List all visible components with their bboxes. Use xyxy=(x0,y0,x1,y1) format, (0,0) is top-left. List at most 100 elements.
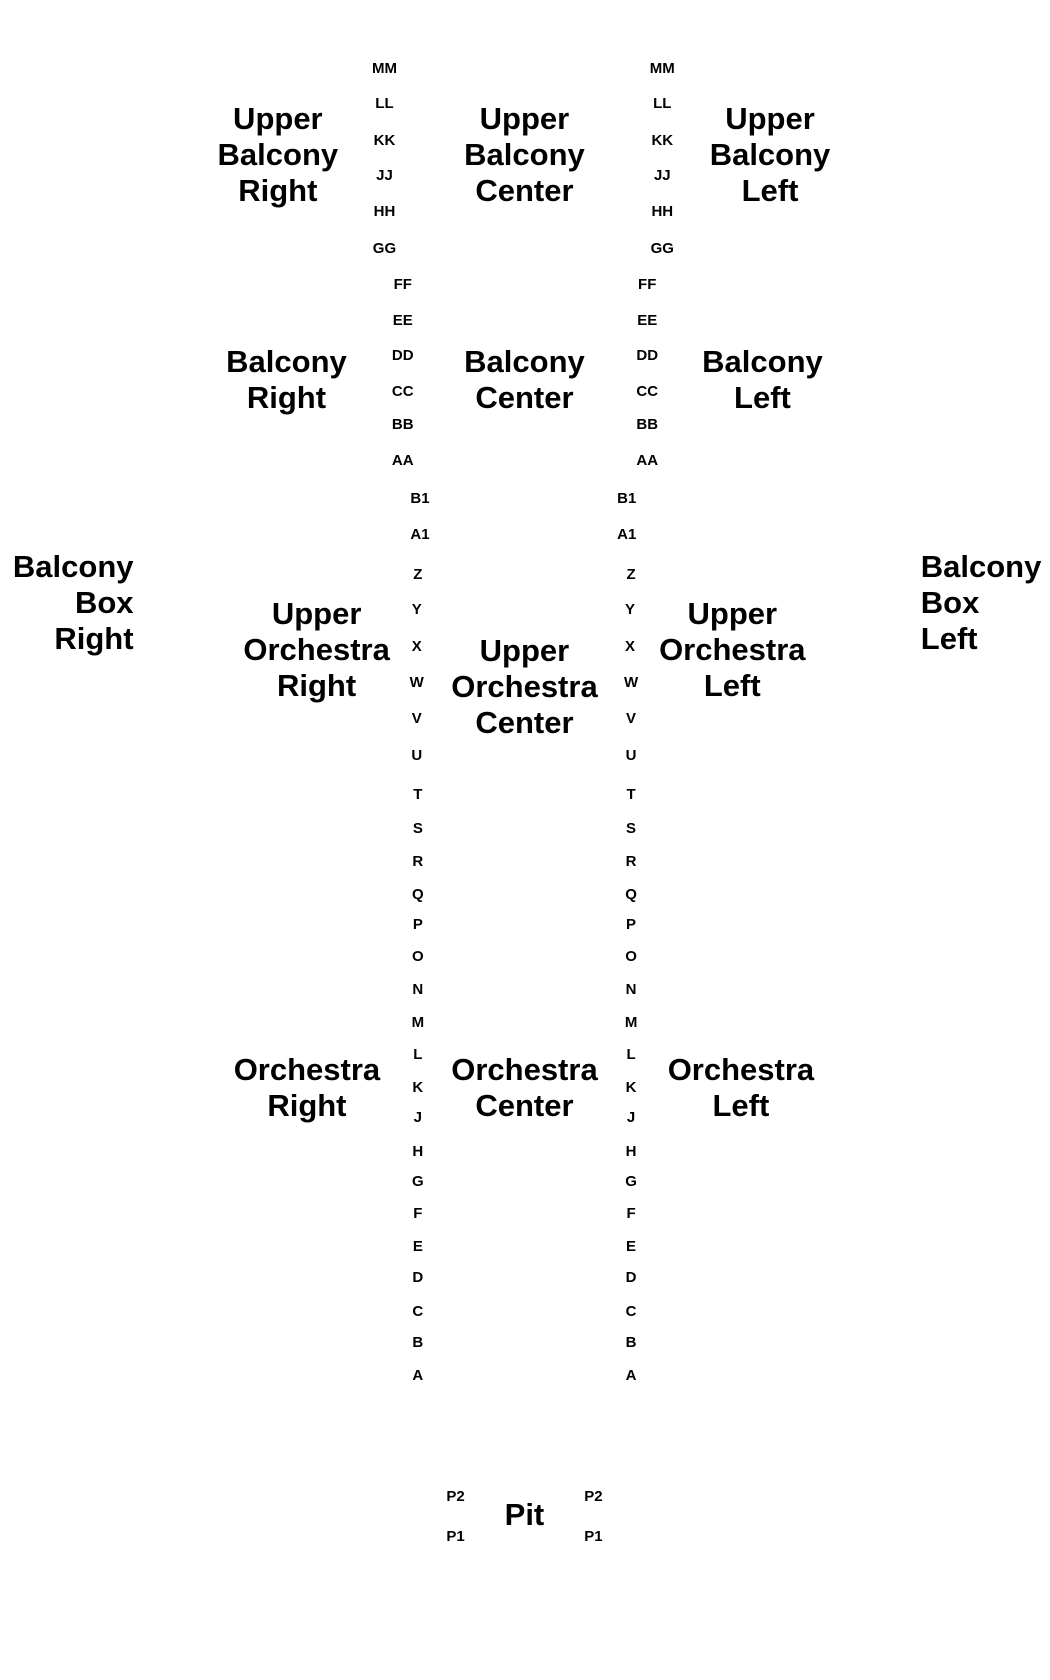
row-label-right: Q xyxy=(625,885,637,903)
section-label-line: Balcony xyxy=(12,549,134,585)
row-label-left: P1 xyxy=(446,1527,465,1545)
row-label-left: L xyxy=(413,1046,423,1064)
section-label-line: Upper xyxy=(687,595,778,631)
section-label-line: Left xyxy=(741,173,799,209)
row-label-left: F xyxy=(413,1204,423,1222)
row-label-right: B xyxy=(625,1333,637,1351)
row-label-left: AA xyxy=(391,451,414,469)
row-label-left: BB xyxy=(391,416,414,434)
section-label-line: Upper xyxy=(725,101,815,137)
row-label-left: MM xyxy=(371,59,397,77)
row-label-right: Z xyxy=(626,566,636,584)
section-label-line: Right xyxy=(246,379,327,415)
row-label-right: B1 xyxy=(617,489,637,507)
row-label-left: Y xyxy=(411,600,422,618)
row-label-right: U xyxy=(625,747,637,764)
row-label-right: EE xyxy=(637,311,658,329)
row-label-right: O xyxy=(625,948,637,966)
section-label-line: Balcony xyxy=(464,137,585,173)
row-label-right: GG xyxy=(650,239,674,257)
row-label-left: R xyxy=(412,852,424,870)
row-label-left: J xyxy=(413,1108,423,1126)
section-label-line: Orchestra xyxy=(667,1052,815,1088)
section-label-line: Pit xyxy=(504,1496,545,1532)
row-label-right: AA xyxy=(636,451,659,469)
row-label-left: H xyxy=(412,1143,424,1161)
row-label-right: R xyxy=(625,852,637,870)
row-label-right: X xyxy=(624,638,636,656)
row-label-right: T xyxy=(626,785,636,803)
row-label-right: MM xyxy=(649,59,675,77)
row-label-right: FF xyxy=(638,276,657,294)
section-label-line: Balcony xyxy=(709,137,831,173)
row-label-right: C xyxy=(625,1302,637,1320)
row-label-left: K xyxy=(412,1078,424,1096)
section-label-line: Balcony xyxy=(226,343,347,379)
section-pit[interactable]: Pit xyxy=(505,1497,545,1533)
row-label-left: P2 xyxy=(446,1487,465,1505)
row-label-left: D xyxy=(412,1269,424,1287)
row-label-left: GG xyxy=(372,239,397,257)
row-label-right: K xyxy=(625,1078,637,1096)
section-label-line: Upper xyxy=(479,101,570,137)
row-label-right: W xyxy=(623,673,639,691)
section-label-line: Orchestra xyxy=(451,669,598,705)
row-label-left: E xyxy=(412,1238,423,1256)
section-label-line: Box xyxy=(920,585,980,621)
row-label-left: FF xyxy=(393,276,412,294)
row-label-right: P2 xyxy=(584,1487,603,1505)
section-label-line: Left xyxy=(712,1088,770,1124)
row-label-right: V xyxy=(626,710,637,728)
row-label-right: S xyxy=(626,820,637,838)
section-label-line: Balcony xyxy=(217,137,339,173)
section-label-line: Upper xyxy=(233,101,323,137)
row-label-left: U xyxy=(411,747,423,764)
row-label-right: E xyxy=(626,1238,637,1256)
row-label-right: A xyxy=(625,1367,637,1385)
row-label-left: LL xyxy=(375,95,394,113)
section-label-line: Orchestra xyxy=(243,631,390,667)
row-label-right: L xyxy=(626,1046,636,1064)
row-label-right: N xyxy=(625,980,637,998)
row-label-right: Y xyxy=(624,600,636,618)
section-label-line: Center xyxy=(475,379,574,415)
row-label-left: M xyxy=(411,1014,425,1032)
row-label-right: A1 xyxy=(617,526,637,544)
row-label-right: KK xyxy=(651,132,674,150)
row-label-left: DD xyxy=(391,347,414,365)
section-label-line: Center xyxy=(475,173,574,209)
row-label-right: JJ xyxy=(653,166,671,184)
row-label-right: DD xyxy=(636,347,659,365)
row-label-right: LL xyxy=(653,95,672,113)
row-label-left: X xyxy=(411,638,422,656)
row-label-right: J xyxy=(626,1108,636,1126)
row-label-left: V xyxy=(411,710,422,728)
row-label-left: JJ xyxy=(376,166,393,184)
row-label-right: P xyxy=(626,916,637,934)
section-label-line: Left xyxy=(734,379,791,415)
row-label-left: A1 xyxy=(410,526,430,544)
row-label-left: N xyxy=(412,980,424,998)
row-label-left: Z xyxy=(413,566,423,584)
section-label-line: Orchestra xyxy=(659,631,806,667)
section-label-line: Balcony xyxy=(464,343,585,379)
row-label-left: W xyxy=(409,673,424,691)
row-label-right: D xyxy=(625,1269,637,1287)
row-label-right: CC xyxy=(636,383,659,400)
row-label-right: G xyxy=(625,1173,637,1191)
